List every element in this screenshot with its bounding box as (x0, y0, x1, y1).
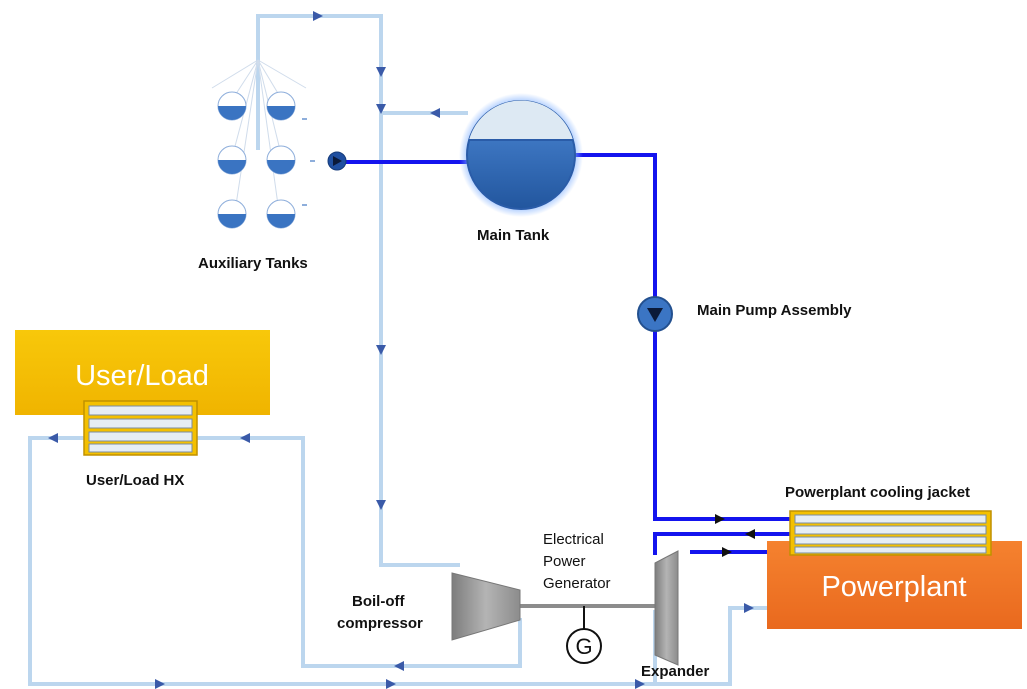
powerplant-cooling-jacket (789, 510, 992, 556)
main-tank (459, 93, 583, 217)
main-to-pump-pipe (574, 153, 657, 298)
compressor-label-line2: compressor (337, 615, 423, 632)
generator-label-line3: Generator (543, 575, 611, 592)
load-return-pipe (28, 436, 770, 686)
main-tank-label: Main Tank (477, 227, 550, 244)
liquid-piping (338, 153, 790, 555)
generator-symbol: G (575, 634, 592, 659)
arrow-left (240, 433, 250, 443)
arrow-right (635, 679, 645, 689)
aux-tank (266, 199, 296, 229)
arrow-right (313, 11, 323, 21)
main-pump (637, 296, 673, 332)
main-pump-label: Main Pump Assembly (697, 302, 852, 319)
flow-arrows (48, 11, 755, 689)
boiloff-compressor (451, 572, 521, 641)
arrow-down (376, 67, 386, 77)
generator-label-line1: Electrical (543, 531, 604, 548)
arrow-right (722, 547, 732, 557)
expander-label: Expander (641, 663, 710, 680)
arrow-down (376, 345, 386, 355)
electrical-generator (566, 628, 602, 664)
arrow-down (376, 104, 386, 114)
auxiliary-tanks (211, 59, 315, 229)
compressor-outlet-pipe (197, 436, 522, 668)
arrow-down (376, 500, 386, 510)
user-load-hx-label: User/Load HX (86, 472, 184, 489)
pump-to-jacket-pipe (653, 330, 790, 521)
arrow-right (155, 679, 165, 689)
aux-tank (266, 145, 296, 175)
arrow-right (715, 514, 725, 524)
compressor-label-line1: Boil-off (352, 593, 405, 610)
cooling-jacket-label: Powerplant cooling jacket (785, 484, 970, 501)
arrow-right (386, 679, 396, 689)
aux-tank (217, 91, 247, 121)
arrow-right (744, 603, 754, 613)
powerplant-title: Powerplant (821, 571, 966, 603)
arrow-left (48, 433, 58, 443)
user-load-title: User/Load (75, 360, 209, 392)
aux-tank (217, 145, 247, 175)
aux-transfer-pump (327, 151, 347, 171)
arrow-left (430, 108, 440, 118)
expander-turbine (654, 550, 679, 666)
user-load-hx (83, 400, 198, 456)
auxiliary-tanks-label: Auxiliary Tanks (198, 255, 308, 272)
aux-tank (266, 91, 296, 121)
generator-label-line2: Power (543, 553, 586, 570)
arrow-left (394, 661, 404, 671)
aux-tank (217, 199, 247, 229)
arrow-left (745, 529, 755, 539)
